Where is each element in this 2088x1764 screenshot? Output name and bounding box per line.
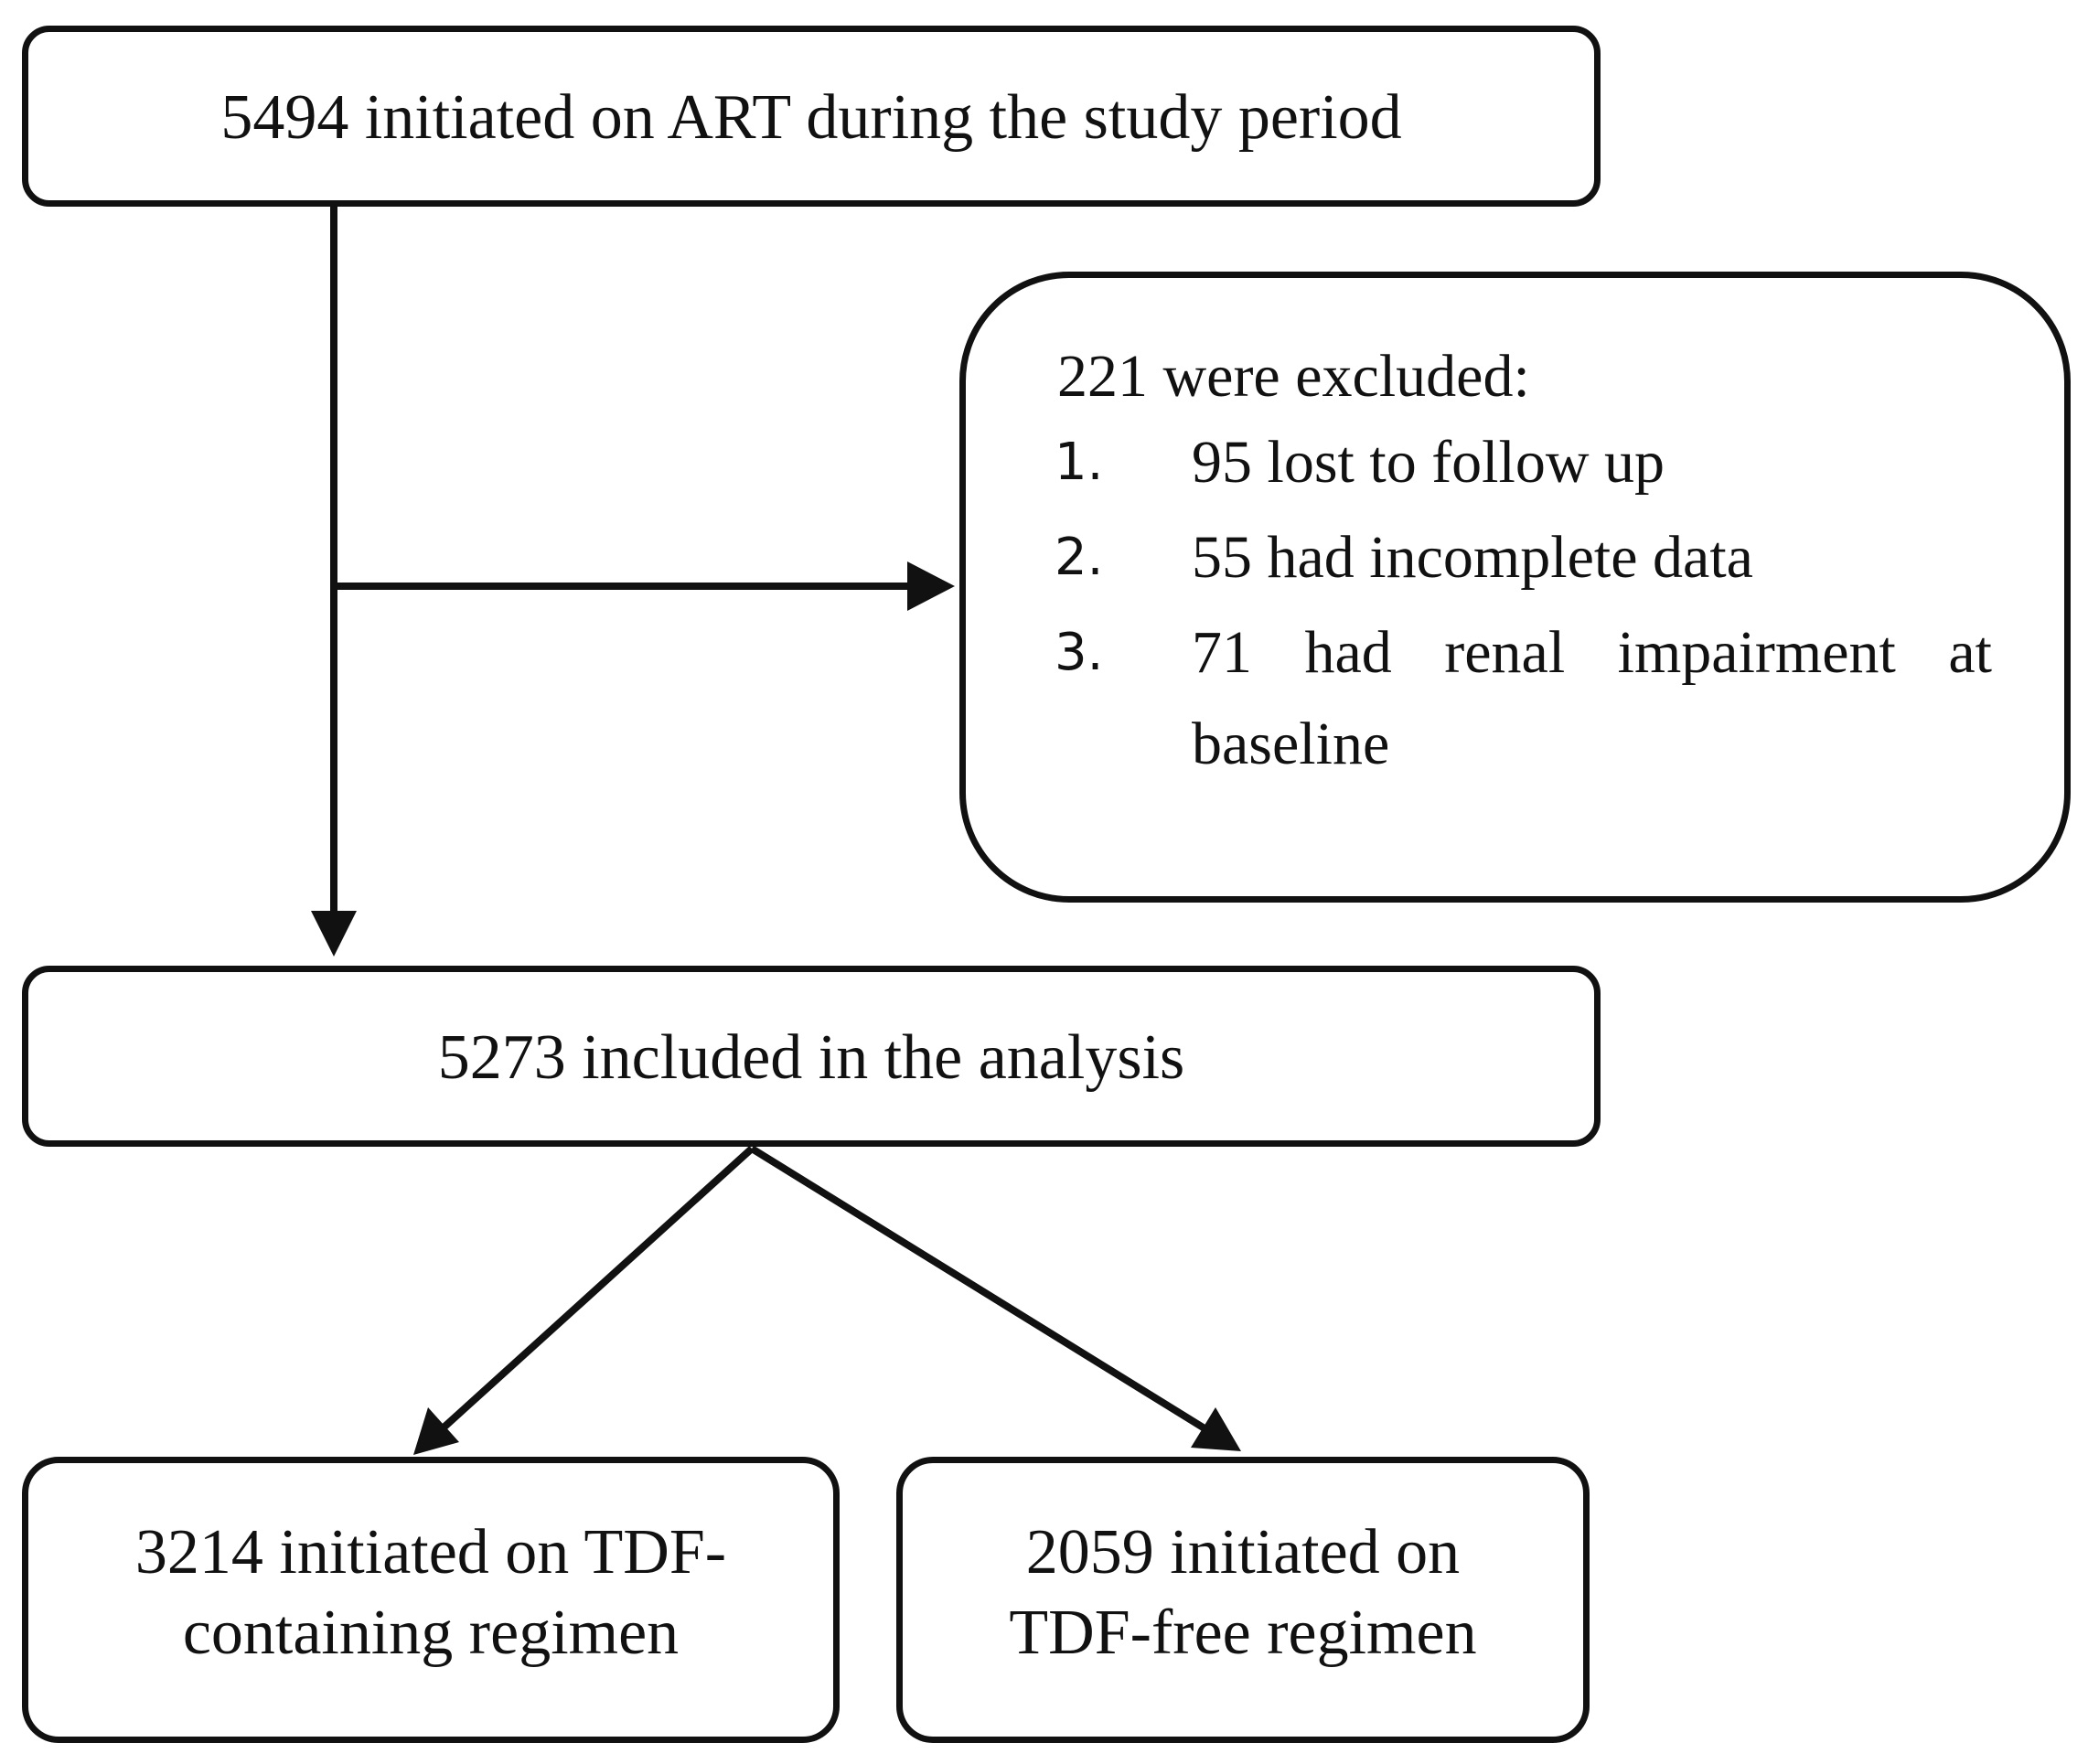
exclusion-arrowhead: [907, 561, 955, 611]
exclusion-box: 221 were excluded: 1. 95 lost to follow …: [959, 272, 2071, 903]
included-box-text: 5273 included in the analysis: [437, 1022, 1185, 1093]
exclusion-item-3-number: 3.: [1055, 623, 1104, 682]
tdf-containing-box: 3214 initiated on TDF- containing regime…: [22, 1457, 840, 1743]
tdf-free-line1: 2059 initiated on: [1025, 1517, 1461, 1588]
exclusion-item-3-text-continued: baseline: [1192, 711, 1390, 777]
tdf-free-line2: TDF-free regimen: [1009, 1598, 1477, 1668]
tdf-containing-line2: containing regimen: [182, 1598, 680, 1668]
right-branch-connector: [749, 1145, 1207, 1432]
left-branch-connector: [440, 1146, 755, 1431]
exclusion-item-1-text: 95 lost to follow up: [1192, 429, 1665, 496]
exclusion-item-1-number: 1.: [1055, 433, 1104, 492]
start-box-text: 5494 initiated on ART during the study p…: [220, 82, 1402, 153]
included-box: 5273 included in the analysis: [22, 966, 1601, 1147]
left-branch-arrowhead: [413, 1407, 459, 1455]
start-box: 5494 initiated on ART during the study p…: [22, 26, 1601, 207]
right-branch-arrowhead: [1191, 1407, 1241, 1451]
tdf-containing-line1: 3214 initiated on TDF-: [134, 1517, 727, 1588]
exclusion-heading: 221 were excluded:: [1057, 343, 1530, 410]
exclusion-item-2-text: 55 had incomplete data: [1192, 524, 1753, 591]
exclusion-item-2-number: 2.: [1055, 528, 1104, 587]
main-down-arrowhead: [311, 911, 357, 957]
exclusion-item-3-text: 71 had renal impairment at: [1192, 619, 1992, 686]
tdf-free-box: 2059 initiated on TDF-free regimen: [896, 1457, 1590, 1743]
